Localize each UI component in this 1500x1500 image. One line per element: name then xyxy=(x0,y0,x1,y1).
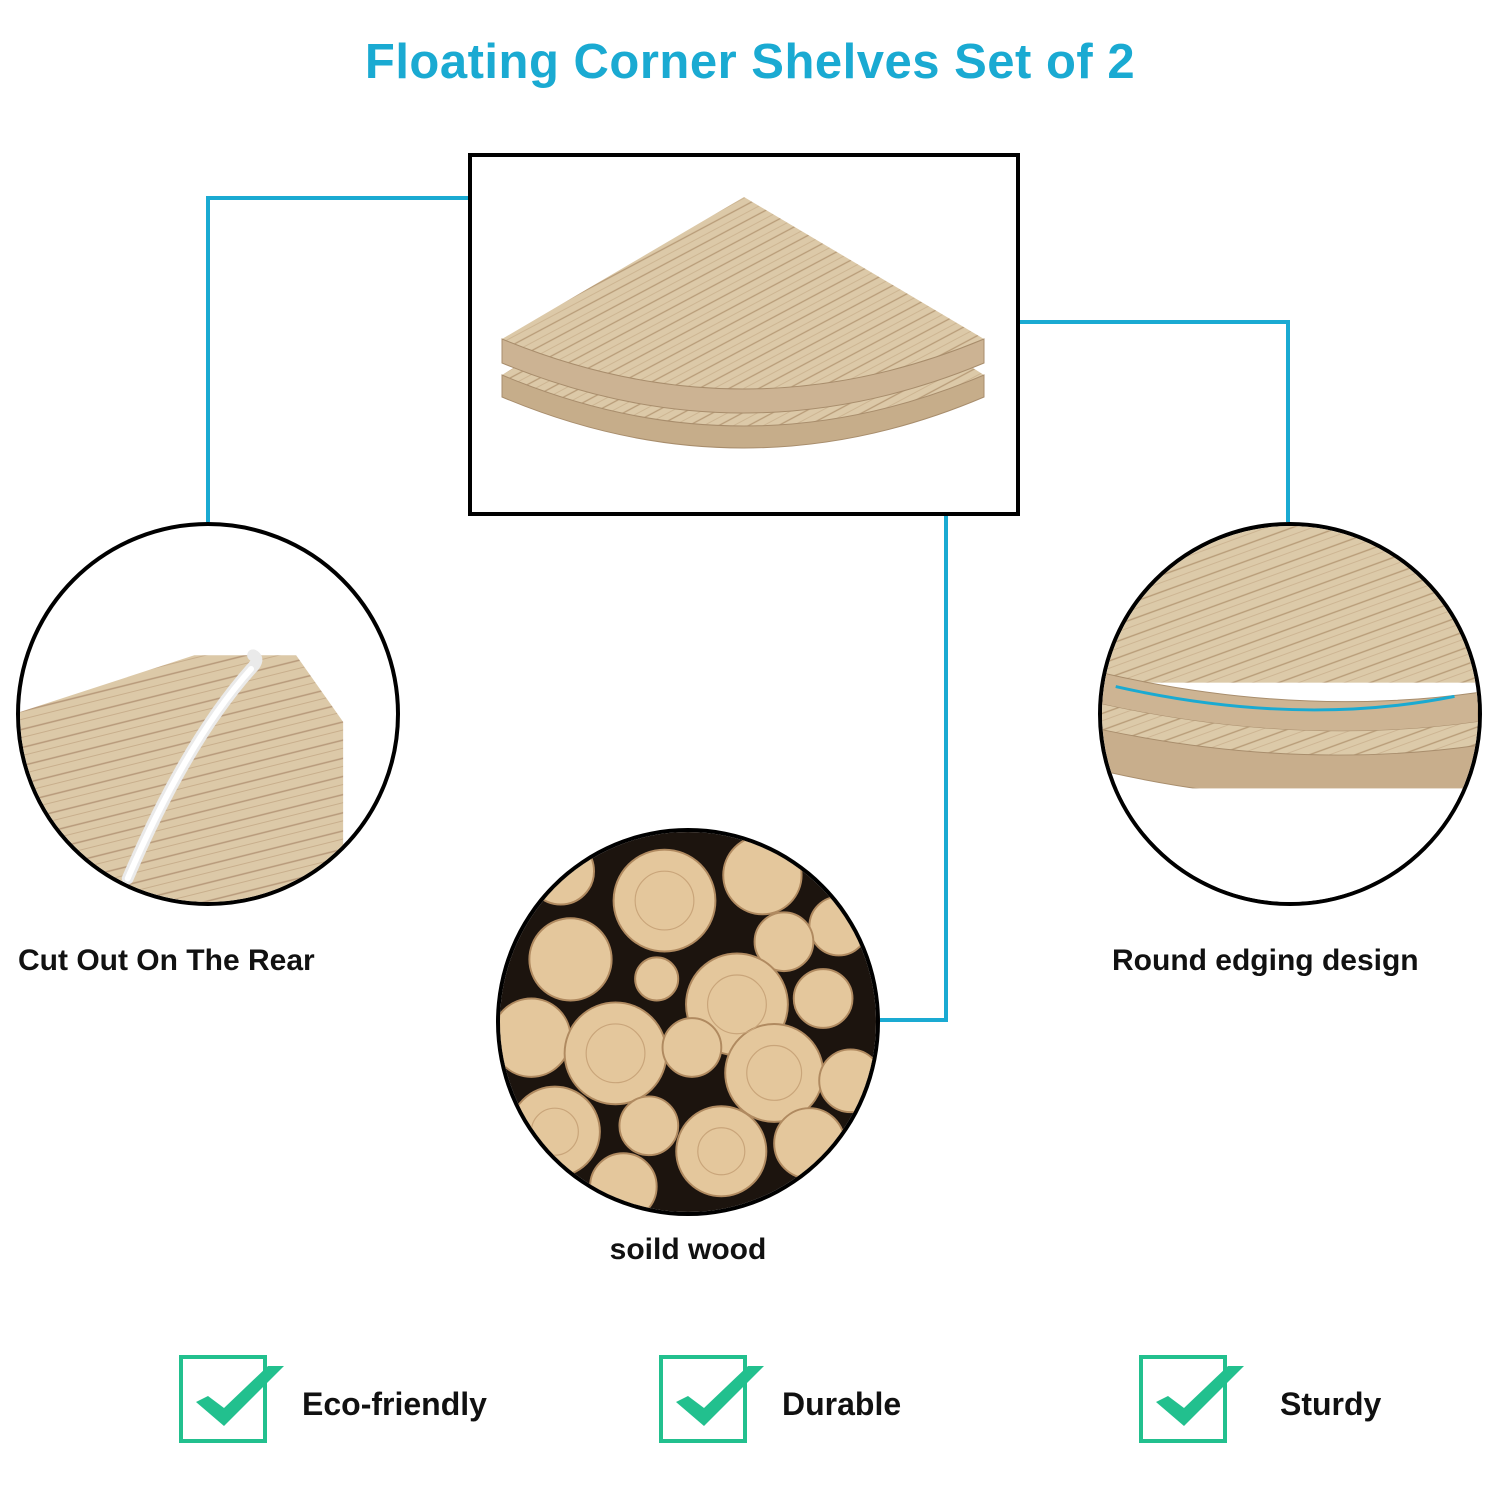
rear-cutout-detail xyxy=(16,522,400,906)
callout-label-wood: soild wood xyxy=(609,1233,767,1266)
checkbox-checked-icon xyxy=(659,1355,764,1443)
checkbox-checked-icon xyxy=(1139,1355,1244,1443)
product-image-frame xyxy=(468,153,1020,516)
solid-wood-detail xyxy=(496,828,880,1216)
checkbox-checked-icon xyxy=(179,1355,284,1443)
callout-label-rear: Cut Out On The Rear xyxy=(18,944,315,977)
round-edging-detail xyxy=(1098,522,1482,906)
round-edging-image xyxy=(1102,526,1478,902)
feature-label: Eco-friendly xyxy=(302,1386,487,1422)
wood-logs-image xyxy=(500,832,876,1212)
feature-label: Durable xyxy=(782,1386,902,1422)
callout-label-edge: Round edging design xyxy=(1112,944,1419,977)
page-title: Floating Corner Shelves Set of 2 xyxy=(364,35,1136,89)
feature-label: Sturdy xyxy=(1280,1386,1382,1422)
corner-shelves-image xyxy=(501,197,985,449)
rear-cutout-image xyxy=(20,649,344,902)
